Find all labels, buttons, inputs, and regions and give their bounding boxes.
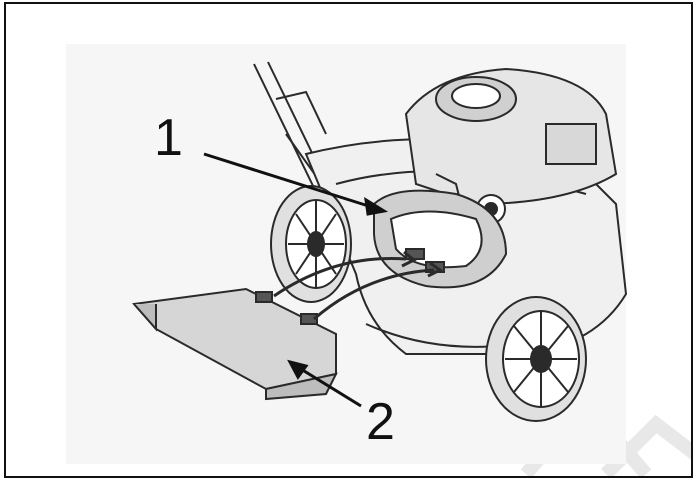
figure-frame: 1 2	[4, 2, 693, 478]
callout-number-1: 1	[154, 109, 183, 167]
insertion-arrows	[273, 250, 443, 321]
engine	[404, 67, 618, 225]
lawn-mower-assembly-illustration	[66, 44, 691, 476]
callout-number-2: 2	[366, 393, 395, 451]
rear-wheel	[270, 185, 352, 303]
front-wheel	[485, 296, 587, 422]
leader-lines	[203, 152, 389, 408]
